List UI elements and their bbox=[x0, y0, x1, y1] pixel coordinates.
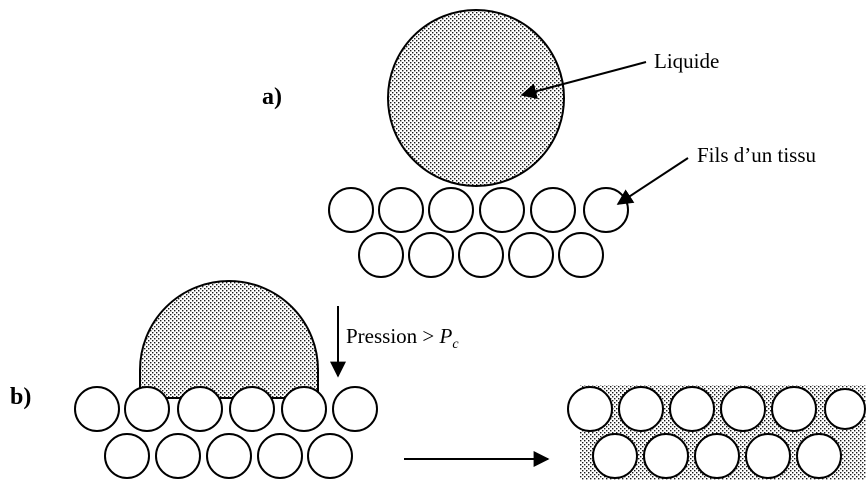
thread bbox=[75, 387, 119, 431]
thread bbox=[584, 188, 628, 232]
thread bbox=[429, 188, 473, 232]
thread bbox=[379, 188, 423, 232]
thread bbox=[746, 434, 790, 478]
thread bbox=[825, 389, 865, 429]
thread bbox=[772, 387, 816, 431]
thread bbox=[258, 434, 302, 478]
pressure-prefix: Pression > bbox=[346, 324, 440, 348]
pressure-label: Pression > Pc bbox=[346, 324, 459, 352]
pressure-symbol: P bbox=[439, 324, 453, 348]
fabric-threads-a bbox=[329, 188, 628, 277]
thread bbox=[593, 434, 637, 478]
thread bbox=[409, 233, 453, 277]
thread bbox=[105, 434, 149, 478]
thread bbox=[568, 387, 612, 431]
thread bbox=[308, 434, 352, 478]
thread bbox=[509, 233, 553, 277]
panel-a-label: a) bbox=[262, 84, 282, 110]
thread bbox=[721, 387, 765, 431]
pressed-droplet bbox=[140, 281, 318, 398]
fabric-threads-b-left bbox=[75, 387, 377, 478]
thread bbox=[156, 434, 200, 478]
thread bbox=[230, 387, 274, 431]
thread bbox=[207, 434, 251, 478]
fibers-pointer-arrow bbox=[618, 158, 688, 204]
thread bbox=[329, 188, 373, 232]
thread bbox=[644, 434, 688, 478]
thread bbox=[282, 387, 326, 431]
liquid-label: Liquide bbox=[654, 49, 719, 73]
thread bbox=[797, 434, 841, 478]
pressure-subscript: c bbox=[452, 337, 459, 352]
thread bbox=[695, 434, 739, 478]
thread bbox=[125, 387, 169, 431]
thread bbox=[359, 233, 403, 277]
fibers-label: Fils d’un tissu bbox=[697, 143, 817, 167]
thread bbox=[559, 233, 603, 277]
panel-b-label: b) bbox=[10, 384, 31, 410]
thread bbox=[670, 387, 714, 431]
thread bbox=[619, 387, 663, 431]
thread bbox=[178, 387, 222, 431]
thread bbox=[333, 387, 377, 431]
liquid-droplet bbox=[388, 10, 564, 186]
thread bbox=[531, 188, 575, 232]
thread bbox=[480, 188, 524, 232]
thread bbox=[459, 233, 503, 277]
